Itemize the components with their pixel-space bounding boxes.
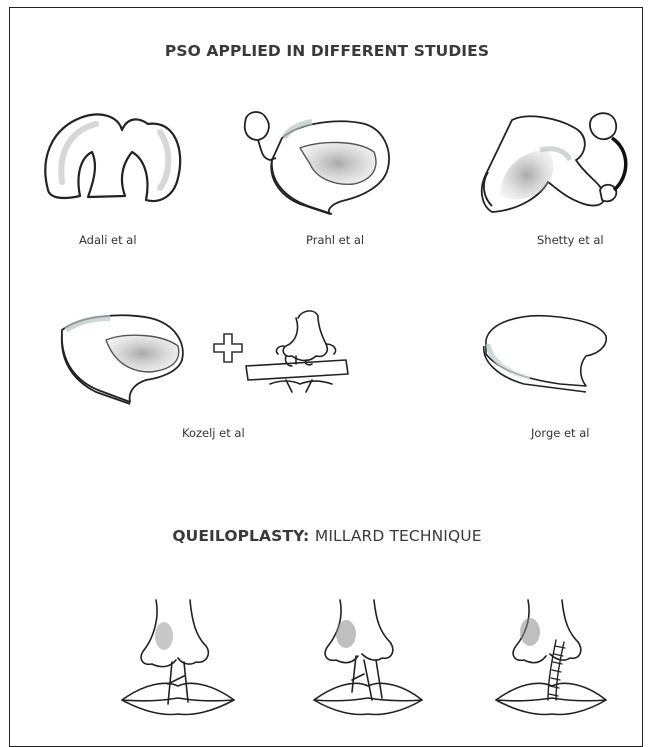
caption-kozelj: Kozelj et al [182, 426, 245, 440]
caption-adali: Adali et al [79, 233, 137, 247]
caption-shetty: Shetty et al [537, 233, 604, 247]
caption-prahl: Prahl et al [306, 233, 364, 247]
shetty-plate-icon [482, 113, 626, 212]
millard-stage-3-icon [496, 600, 606, 714]
title-queiloplasty: QUEILOPLASTY: [172, 527, 309, 545]
millard-stage-2-icon [314, 600, 422, 714]
kozelj-plate-icon [62, 315, 183, 404]
jorge-plate-icon [484, 316, 606, 392]
nasal-tape-icon [246, 311, 348, 392]
prahl-plate-icon [245, 112, 389, 214]
caption-jorge: Jorge et al [531, 426, 589, 440]
adali-plate-icon [45, 114, 180, 201]
section-title-millard: QUEILOPLASTY: MILLARD TECHNIQUE [0, 527, 654, 545]
plus-icon [214, 334, 242, 362]
title-millard-technique: MILLARD TECHNIQUE [315, 527, 482, 545]
millard-stage-1-icon [122, 600, 234, 714]
